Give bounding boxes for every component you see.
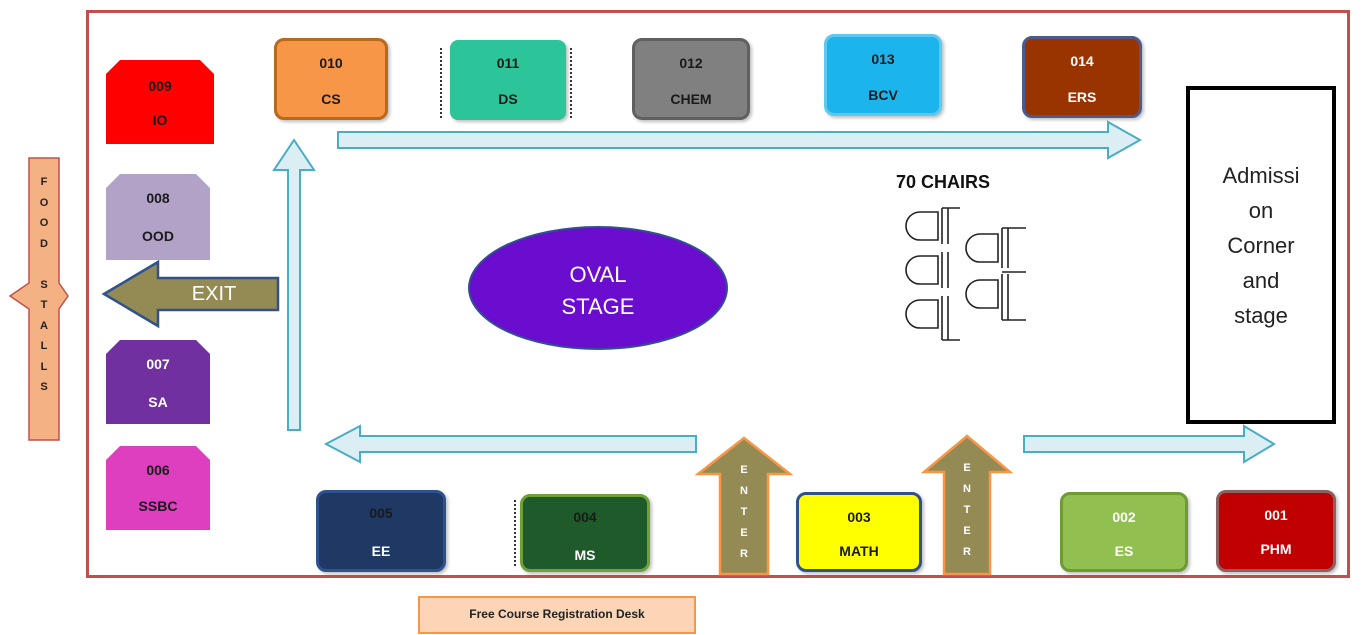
food-stalls-letter: O <box>39 196 49 209</box>
enter-letter: E <box>740 464 748 476</box>
enter-sign-right: E N T E R <box>920 434 1014 576</box>
food-stalls-sign: F O O D S T A L L S <box>8 157 69 441</box>
booth-014: 014 ERS <box>1022 36 1142 118</box>
booth-004: 004 MS <box>520 494 650 572</box>
dotted-guide <box>514 500 516 566</box>
admission-line: on <box>1248 198 1274 223</box>
enter-letter: E <box>963 525 971 537</box>
booth-name: CS <box>321 91 341 107</box>
food-stalls-letter: T <box>40 299 48 311</box>
food-stalls-letters: F O O D S T A L L S <box>29 172 59 398</box>
booth-name: PHM <box>1260 541 1292 557</box>
food-stalls-letter: S <box>40 278 48 291</box>
exit-sign: EXIT <box>101 259 280 329</box>
enter-letter: T <box>963 504 971 516</box>
food-stalls-letter: D <box>40 237 48 250</box>
enter-letter: N <box>740 485 748 497</box>
food-stalls-letter: S <box>40 381 48 393</box>
enter-letter: R <box>963 546 971 558</box>
dotted-guide <box>570 48 572 118</box>
booth-001: 001 PHM <box>1216 490 1336 572</box>
booth-code: 002 <box>1112 509 1136 525</box>
booth-name: SA <box>148 394 168 410</box>
food-stalls-letter <box>29 254 59 275</box>
booth-code: 011 <box>496 55 520 71</box>
booth-010: 010 CS <box>274 38 388 120</box>
booth-name: OOD <box>142 228 174 244</box>
booth-name: MS <box>574 547 596 563</box>
booth-name: EE <box>371 543 391 559</box>
booth-name: ERS <box>1067 89 1097 105</box>
path-arrow-bottom-right <box>1023 424 1276 464</box>
booth-009: 009 IO <box>106 60 214 144</box>
booth-name: CHEM <box>670 91 712 107</box>
enter-letter: E <box>963 462 971 474</box>
path-arrow-up-left <box>272 138 316 431</box>
booth-011: 011 DS <box>450 40 566 120</box>
enter-letter: N <box>963 483 971 495</box>
admission-line: and <box>1242 268 1280 293</box>
enter-letter: R <box>740 548 748 560</box>
food-stalls-letter: L <box>40 340 48 352</box>
booth-007: 007 SA <box>106 340 210 424</box>
booth-name: BCV <box>868 87 898 103</box>
exit-arrow-shape <box>101 259 280 329</box>
enter-letter: E <box>740 527 748 539</box>
path-arrow-top-right <box>337 120 1143 160</box>
booth-008: 008 OOD <box>106 174 210 260</box>
venue-floor <box>86 10 1350 578</box>
food-stalls-letter: O <box>39 217 49 229</box>
oval-stage: OVAL STAGE <box>468 226 728 350</box>
admission-corner: Admissi on Corner and stage <box>1186 86 1336 424</box>
food-stalls-letter: L <box>40 360 48 373</box>
booth-name: ES <box>1114 543 1134 559</box>
enter-sign-left: E N T E R <box>694 436 794 576</box>
booth-name: MATH <box>839 543 879 559</box>
path-arrow-bottom-left <box>323 424 697 464</box>
registration-desk: Free Course Registration Desk <box>418 596 696 634</box>
booth-name: IO <box>152 112 168 128</box>
food-stalls-letter: A <box>40 319 48 332</box>
booth-005: 005 EE <box>316 490 446 572</box>
stage-label-line1: OVAL <box>569 262 627 287</box>
admission-line: Admissi <box>1222 163 1300 188</box>
registration-label: Free Course Registration Desk <box>469 607 645 621</box>
booth-code: 014 <box>1070 53 1094 69</box>
booth-code: 009 <box>148 78 172 94</box>
booth-006: 006 SSBC <box>106 446 210 530</box>
stage-label-line2: STAGE <box>561 294 635 319</box>
admission-label: Admissi on Corner and stage <box>1190 158 1332 333</box>
dotted-guide <box>440 48 442 118</box>
booth-code: 007 <box>146 356 170 372</box>
booth-003: 003 MATH <box>796 492 922 572</box>
admission-line: stage <box>1234 303 1288 328</box>
booth-name: DS <box>498 91 518 107</box>
booth-name: SSBC <box>138 498 178 514</box>
enter-letter: T <box>740 506 748 518</box>
booth-code: 013 <box>871 51 895 67</box>
exit-label: EXIT <box>191 283 237 305</box>
enter-arrow-shape <box>920 434 1014 576</box>
admission-line: Corner <box>1227 233 1295 258</box>
booth-code: 006 <box>146 462 170 478</box>
booth-002: 002 ES <box>1060 492 1188 572</box>
booth-013: 013 BCV <box>824 34 942 116</box>
chairs-label: 70 CHAIRS <box>896 172 991 192</box>
booth-012: 012 CHEM <box>632 38 750 120</box>
booth-code: 008 <box>146 190 170 206</box>
booth-code: 004 <box>573 509 597 525</box>
enter-letters: E N T E R <box>720 460 768 565</box>
booth-code: 003 <box>847 509 871 525</box>
booth-code: 001 <box>1264 507 1288 523</box>
booth-code: 005 <box>369 505 393 521</box>
enter-arrow-shape <box>694 436 794 576</box>
chairs-icon <box>905 207 1026 341</box>
booth-code: 012 <box>679 55 703 71</box>
enter-letters: E N T E R <box>944 458 990 563</box>
booth-code: 010 <box>319 55 343 71</box>
food-stalls-arrow-shape <box>8 157 69 441</box>
food-stalls-letter: F <box>40 176 48 188</box>
